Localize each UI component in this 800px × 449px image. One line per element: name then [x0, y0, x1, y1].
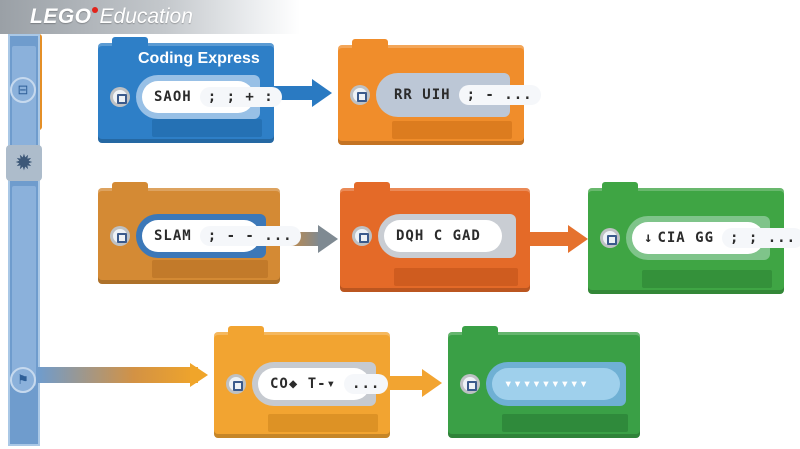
code-block-4[interactable]: DQH C GAD [340, 182, 530, 292]
app-header: LEGO Education [0, 0, 300, 34]
block-slot: RR UIH ; - ... [376, 73, 541, 117]
block-slot: DQH C GAD [378, 214, 516, 258]
block-param[interactable]: ▾▾▾▾▾▾▾▾▾ [492, 368, 620, 400]
block-tab [354, 182, 390, 192]
block-param[interactable]: RR UIH ; - ... [382, 79, 541, 111]
block-param[interactable]: DQH C GAD [384, 220, 502, 252]
code-block-2[interactable]: RR UIH ; - ... [338, 39, 541, 145]
arrow-b4-b5 [528, 225, 588, 253]
block-slot: CO◆ T-▾ ... [252, 362, 389, 406]
block-slot: ▾▾▾▾▾▾▾▾▾ [486, 362, 626, 406]
block-param-tail: ... [344, 374, 389, 394]
code-block-3[interactable]: SLAM ; - - ... [98, 182, 301, 284]
block-port[interactable] [110, 87, 130, 107]
arrow-b1-b2 [274, 79, 332, 107]
block-slot: SLAM ; - - ... [136, 214, 301, 258]
block-title: Coding Express [138, 50, 260, 67]
block-tab [352, 39, 388, 49]
block-port[interactable] [226, 374, 246, 394]
arrow-b6-b7 [390, 369, 442, 397]
lego-education-logo: LEGO Education [30, 5, 193, 29]
block-foot [152, 260, 268, 278]
block-tab [112, 182, 148, 192]
block-param-text: SLAM [154, 228, 192, 244]
block-param-tail: ; - - ... [199, 226, 301, 246]
block-param[interactable]: SLAM ; - - ... [142, 220, 301, 252]
block-port[interactable] [600, 228, 620, 248]
block-param[interactable]: CO◆ T-▾ ... [258, 368, 389, 400]
block-param-text: CO◆ T-▾ [270, 376, 337, 392]
logo-mark [91, 7, 98, 13]
code-block-coding-express[interactable]: Coding Express SAOH ; ; + : [98, 37, 282, 143]
block-tab [228, 326, 264, 336]
block-port[interactable] [460, 374, 480, 394]
rail-segment [12, 186, 36, 386]
down-arrow-icon: ↓ [644, 230, 654, 246]
block-slot: ↓ CIA GG ; ; ... [626, 216, 800, 260]
block-param-text: CIA GG [657, 230, 715, 246]
block-param-tail: ; ; + : [199, 87, 282, 107]
block-tab [112, 37, 148, 47]
block-param-text: RR UIH [394, 87, 451, 103]
block-tab [602, 182, 638, 192]
block-tab [462, 326, 498, 336]
block-param-text: SAOH [154, 89, 192, 105]
block-param[interactable]: SAOH ; ; + : [142, 81, 282, 113]
block-port[interactable] [350, 85, 370, 105]
block-param-text: DQH C GAD [396, 228, 481, 244]
block-port[interactable] [352, 226, 372, 246]
block-foot [392, 121, 512, 139]
block-param[interactable]: ↓ CIA GG ; ; ... [632, 222, 800, 254]
block-param-text: ▾▾▾▾▾▾▾▾▾ [504, 376, 589, 392]
block-foot [394, 268, 518, 286]
code-block-6[interactable]: CO◆ T-▾ ... [214, 326, 390, 438]
gear-icon[interactable]: ✹ [6, 145, 42, 181]
rail-connector-arrowhead [190, 363, 208, 387]
logo-product: Education [99, 5, 193, 28]
flag-icon[interactable]: ⚑ [10, 367, 36, 393]
rail-connector [38, 367, 198, 383]
block-foot [268, 414, 378, 432]
block-foot [502, 414, 628, 432]
block-foot [152, 119, 262, 137]
block-param-tail: ; - ... [458, 85, 541, 105]
code-block-7[interactable]: ▾▾▾▾▾▾▾▾▾ [448, 326, 640, 438]
train-icon[interactable]: ⊟ [10, 77, 36, 103]
block-port[interactable] [110, 226, 130, 246]
block-foot [642, 270, 772, 288]
block-slot: SAOH ; ; + : [136, 75, 282, 119]
block-param-tail: ; ; ... [722, 228, 800, 248]
code-block-5[interactable]: ↓ CIA GG ; ; ... [588, 182, 800, 294]
logo-brand: LEGO [30, 5, 92, 28]
